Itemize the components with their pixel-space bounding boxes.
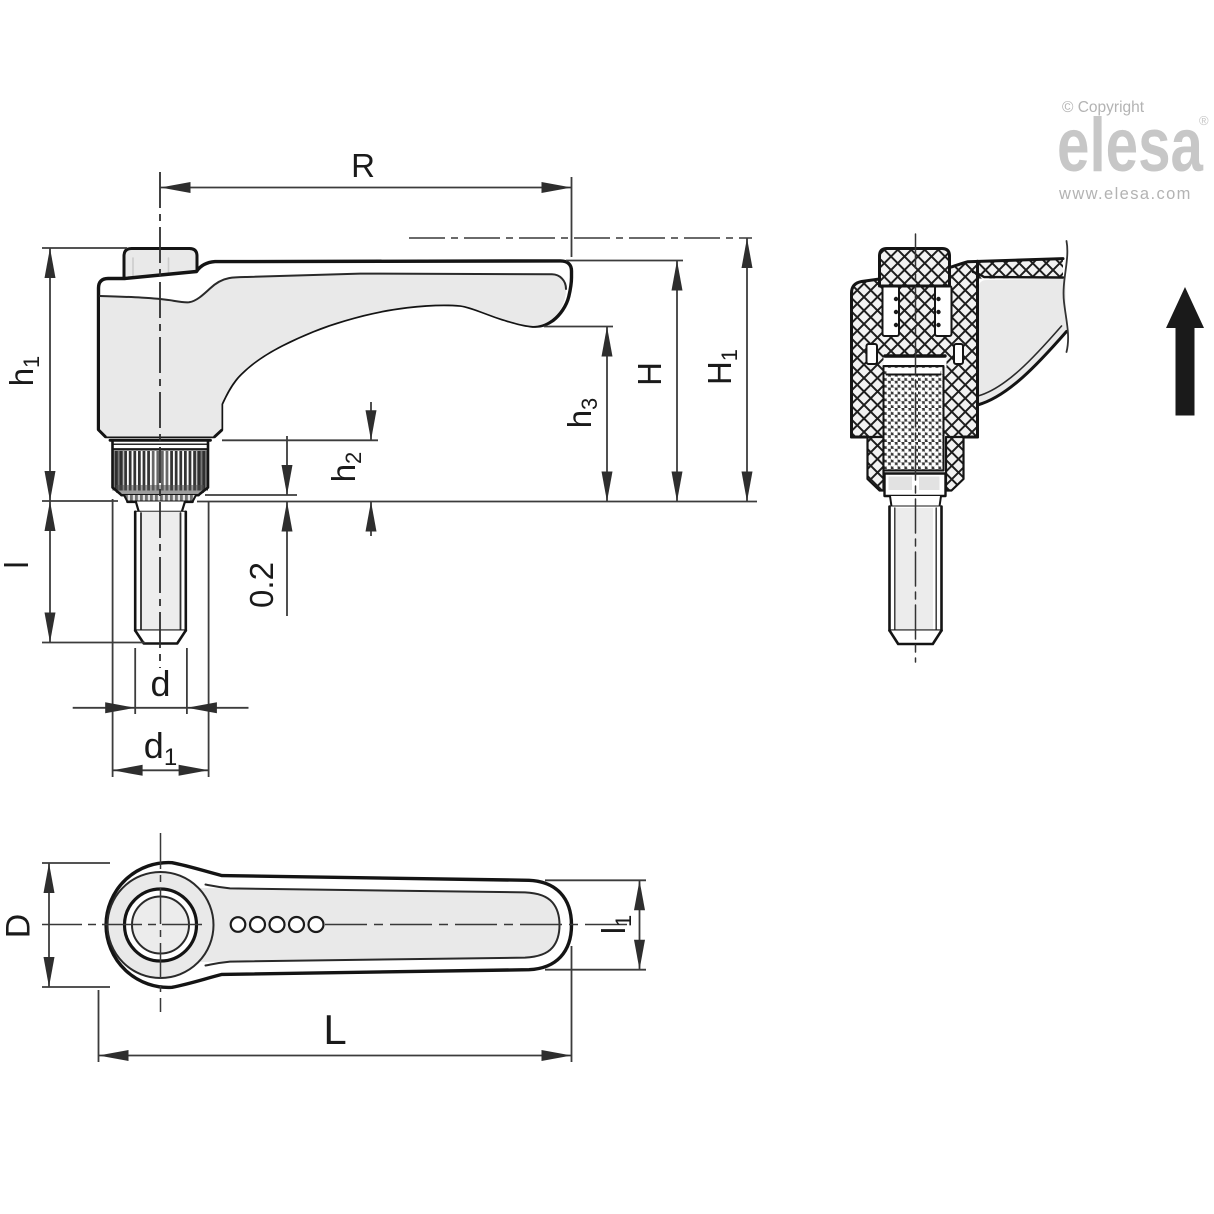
svg-text:®: ®: [1199, 113, 1209, 128]
svg-text:© Copyright: © Copyright: [1062, 99, 1145, 116]
svg-text:www.elesa.com: www.elesa.com: [1058, 185, 1192, 203]
svg-text:R: R: [351, 147, 375, 184]
svg-text:D: D: [0, 914, 38, 939]
svg-text:h1: h1: [3, 356, 44, 387]
svg-text:h3: h3: [561, 398, 602, 429]
svg-text:d: d: [150, 663, 170, 704]
svg-text:L: L: [323, 1006, 346, 1053]
svg-text:0.2: 0.2: [243, 562, 280, 608]
svg-text:H: H: [631, 362, 668, 386]
svg-text:elesa: elesa: [1057, 103, 1204, 188]
svg-text:l: l: [0, 561, 35, 568]
